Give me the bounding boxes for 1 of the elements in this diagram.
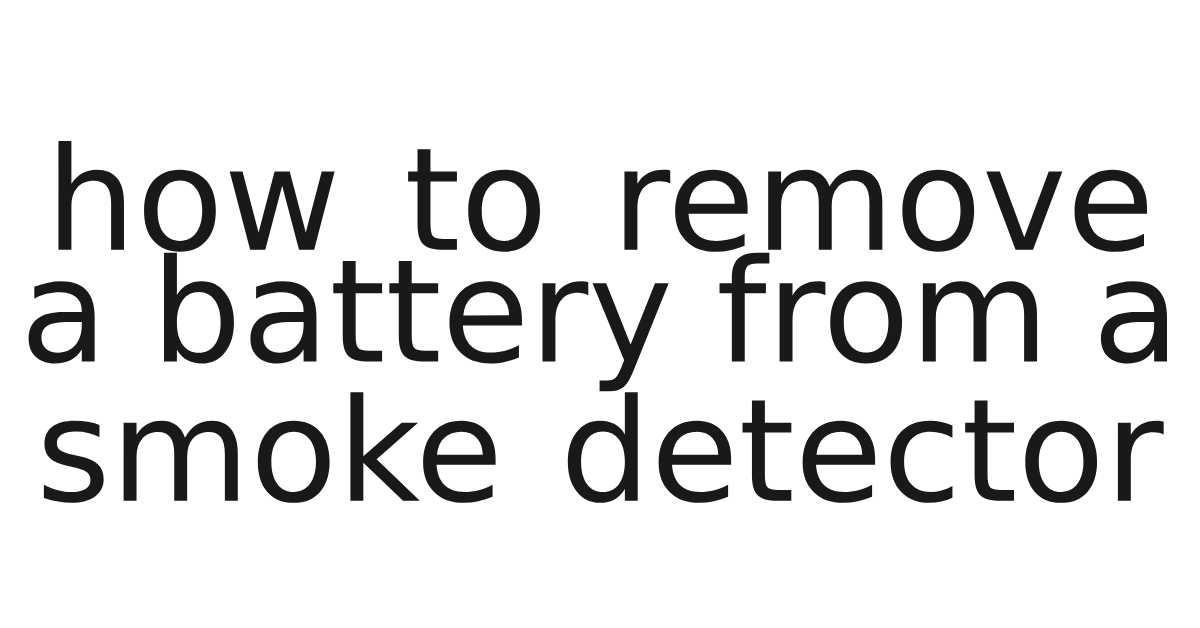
title: how to remove a battery from a smoke detector <box>28 141 1167 503</box>
